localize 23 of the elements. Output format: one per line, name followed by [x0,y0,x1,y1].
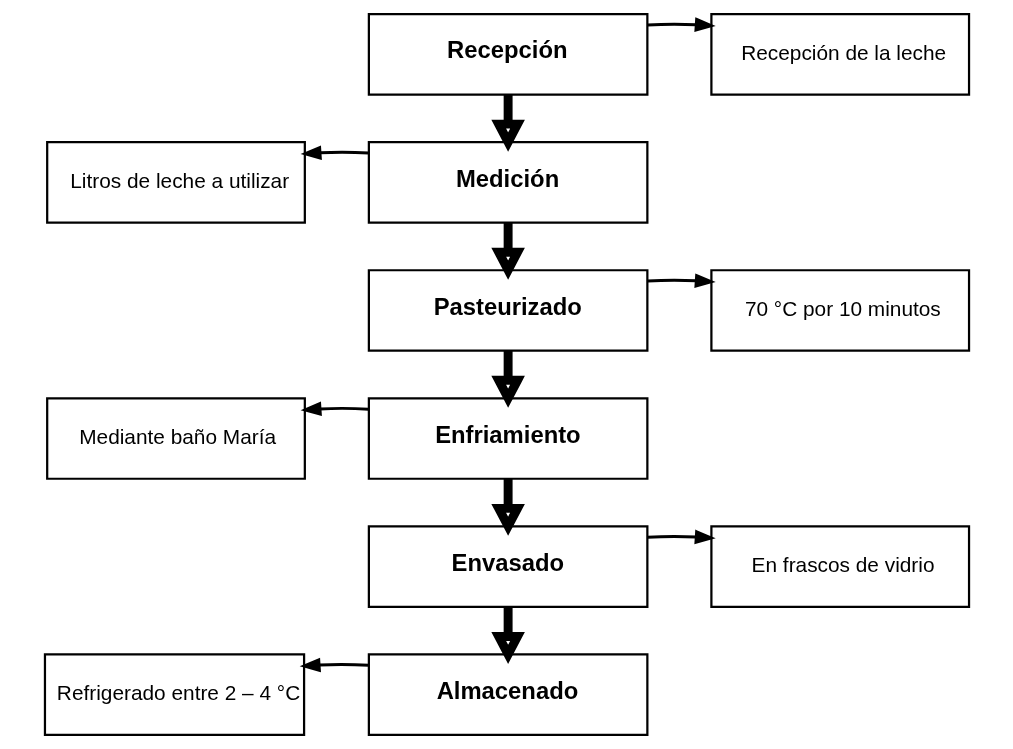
arrow [490,350,525,408]
node-box: Envasado [367,525,648,608]
node-box: Recepción de la leche [709,13,970,96]
arrow [490,478,525,536]
node-box: En frascos de vidrio [709,525,970,608]
arrow [647,273,716,289]
arrow [490,607,525,664]
node-box: Mediante baño María [45,397,306,480]
node-box: Pasteurizado [367,269,648,352]
node-box: Almacenado [367,653,648,736]
arrow [647,17,716,32]
node-box: Litros de leche a utilizar [45,141,306,224]
arrow [490,222,525,280]
arrow [490,94,525,152]
node-box: Medición [367,141,648,224]
arrow [300,145,369,160]
arrow [299,657,369,673]
node-box: Recepción [367,13,648,96]
arrow [647,529,716,545]
node-box: 70 °C por 10 minutos [709,269,970,352]
arrow [300,401,369,417]
node-box: Enfriamiento [367,397,648,480]
node-box: Refrigerado entre 2 – 4 °C [43,653,305,736]
